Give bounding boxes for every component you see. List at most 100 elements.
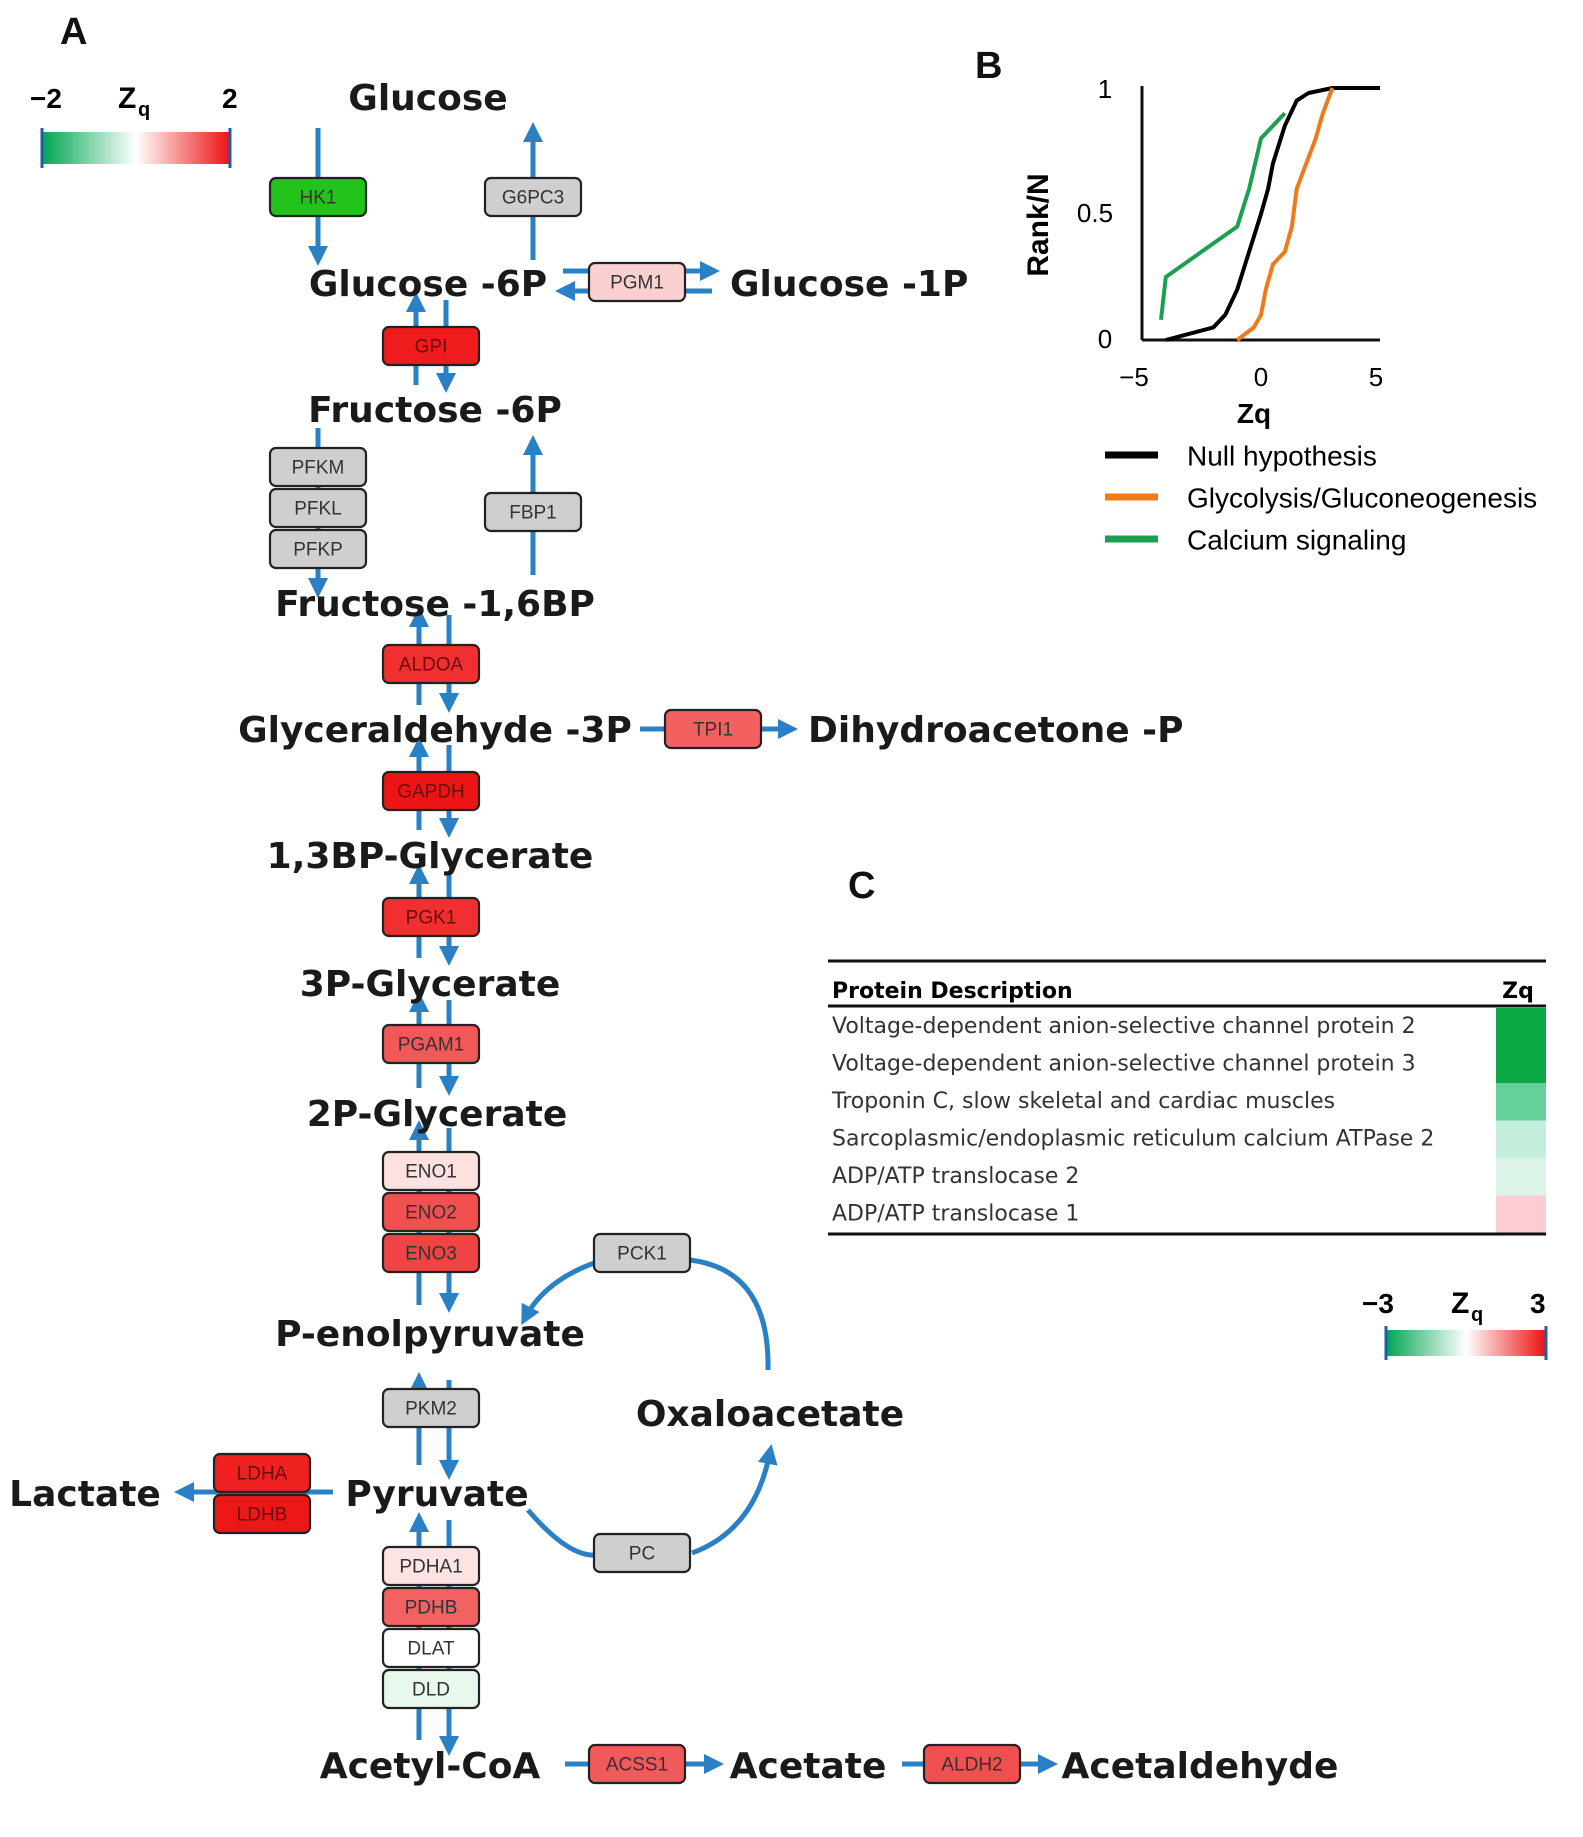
chart-b-series-0 <box>1165 86 1380 342</box>
panel-b-letter: B <box>975 45 1002 87</box>
table-row-desc: ADP/ATP translocase 2 <box>832 1164 1079 1189</box>
enzyme-label-dlat: DLAT <box>407 1639 455 1660</box>
legend-calcium: Calcium signaling <box>1187 525 1406 556</box>
scale-a-min: −2 <box>30 83 62 114</box>
enzyme-box-pdhb <box>381 1586 481 1628</box>
enzyme-pck1: PCK1 <box>592 1232 692 1274</box>
scale-c-symbol: Z <box>1451 1287 1469 1320</box>
enzyme-label-aldh2: ALDH2 <box>941 1755 1002 1776</box>
enzyme-box-fbp1 <box>483 491 583 533</box>
scale-a-symbol: Z <box>118 82 136 115</box>
enzyme-pc: PC <box>592 1532 692 1574</box>
enzyme-label-pfkp: PFKP <box>293 540 343 561</box>
enzyme-eno2: ENO2 <box>381 1191 481 1233</box>
enzyme-label-fbp1: FBP1 <box>509 503 557 524</box>
scale-c-bar <box>1386 1330 1546 1356</box>
enzyme-box-dld <box>381 1668 481 1710</box>
pathway-arrows <box>174 122 1058 1774</box>
enzyme-label-pdha1: PDHA1 <box>399 1557 462 1578</box>
enzyme-box-dlat <box>381 1627 481 1669</box>
color-scale-c: −3 Z q 3 <box>1362 1287 1548 1360</box>
metabolite-glucose: Glucose <box>348 78 507 119</box>
metabolite-2p-glycerate: 2P-Glycerate <box>307 1094 568 1135</box>
scale-a-bar <box>42 132 230 164</box>
enzyme-label-ldha: LDHA <box>237 1464 288 1485</box>
enzyme-box-gpi <box>381 325 481 367</box>
enzyme-acss1: ACSS1 <box>587 1743 687 1785</box>
enzyme-box-ldha <box>212 1452 312 1494</box>
enzyme-eno3: ENO3 <box>381 1232 481 1274</box>
table-row-desc: Troponin C, slow skeletal and cardiac mu… <box>831 1089 1335 1114</box>
metabolite-pyruvate: Pyruvate <box>345 1474 528 1515</box>
table-row-desc: Voltage-dependent anion-selective channe… <box>832 1052 1416 1077</box>
metabolite-acetate: Acetate <box>730 1746 887 1787</box>
chart-b-ytick-0: 0 <box>1098 324 1112 354</box>
enzyme-pgm1: PGM1 <box>587 261 687 303</box>
enzyme-label-ldhb: LDHB <box>237 1505 288 1526</box>
enzyme-label-pdhb: PDHB <box>405 1598 458 1619</box>
table-row-zq-cell <box>1496 1158 1546 1196</box>
enzyme-label-pgm1: PGM1 <box>610 273 664 294</box>
scale-c-sub: q <box>1471 1304 1483 1326</box>
enzyme-box-pdha1 <box>381 1545 481 1587</box>
enzyme-box-tpi1 <box>663 708 763 750</box>
table-row: ADP/ATP translocase 1 <box>832 1195 1546 1233</box>
enzyme-label-eno1: ENO1 <box>405 1162 457 1183</box>
chart-b-series-2 <box>1159 111 1287 321</box>
enzyme-label-eno2: ENO2 <box>405 1203 457 1224</box>
enzyme-pdhb: PDHB <box>381 1586 481 1628</box>
metabolite-glucose-1p: Glucose -1P <box>730 264 968 305</box>
enzyme-label-pck1: PCK1 <box>617 1244 667 1265</box>
metabolite-fructose-6p: Fructose -6P <box>308 390 562 431</box>
scale-c-min: −3 <box>1362 1288 1394 1319</box>
chart-b-xtick-m5: −5 <box>1119 362 1149 392</box>
table-row: Voltage-dependent anion-selective channe… <box>832 1008 1546 1046</box>
enzyme-ldhb: LDHB <box>212 1493 312 1535</box>
metabolite-glucose-6p: Glucose -6P <box>309 264 547 305</box>
table-row-zq-cell <box>1496 1195 1546 1233</box>
enzyme-label-g6pc3: G6PC3 <box>502 188 564 209</box>
enzyme-box-hk1 <box>268 176 368 218</box>
enzyme-label-pgk1: PGK1 <box>406 908 457 929</box>
table-c-header-zq: Zq <box>1502 979 1534 1004</box>
enzyme-aldoa: ALDOA <box>381 643 481 685</box>
table-c-header-desc: Protein Description <box>832 979 1073 1004</box>
enzyme-hk1: HK1 <box>268 176 368 218</box>
enzyme-box-aldh2 <box>922 1743 1022 1785</box>
chart-b-ylabel: Rank/N <box>1022 173 1055 276</box>
enzyme-pfkl: PFKL <box>268 487 368 529</box>
enzyme-box-ldhb <box>212 1493 312 1535</box>
enzyme-gpi: GPI <box>381 325 481 367</box>
metabolite-p-enolpyruvate: P-enolpyruvate <box>275 1314 585 1355</box>
enzyme-pfkm: PFKM <box>268 446 368 488</box>
table-row: ADP/ATP translocase 2 <box>832 1158 1546 1196</box>
enzyme-label-aldoa: ALDOA <box>399 655 464 676</box>
enzyme-box-pfkl <box>268 487 368 529</box>
metabolite-lactate: Lactate <box>9 1474 161 1515</box>
enzyme-box-g6pc3 <box>483 176 583 218</box>
panel-c-letter: C <box>848 865 875 907</box>
enzyme-gapdh: GAPDH <box>381 770 481 812</box>
enzyme-label-pc: PC <box>629 1544 655 1565</box>
table-row-zq-cell <box>1496 1045 1546 1083</box>
metabolite-acetaldehyde: Acetaldehyde <box>1062 1746 1339 1787</box>
enzyme-label-pfkl: PFKL <box>294 499 342 520</box>
table-row-desc: Sarcoplasmic/endoplasmic reticulum calci… <box>832 1127 1434 1152</box>
enzyme-pgk1: PGK1 <box>381 896 481 938</box>
enzyme-label-tpi1: TPI1 <box>693 720 733 741</box>
scale-a-max: 2 <box>222 83 238 114</box>
chart-b-xtick-5: 5 <box>1369 362 1383 392</box>
scale-a-sub: q <box>138 99 150 121</box>
table-row-zq-cell <box>1496 1120 1546 1158</box>
enzyme-label-hk1: HK1 <box>300 188 337 209</box>
enzyme-dlat: DLAT <box>381 1627 481 1669</box>
metabolite-13bp-glycerate: 1,3BP-Glycerate <box>267 836 594 877</box>
enzyme-label-pkm2: PKM2 <box>405 1399 457 1420</box>
enzyme-tpi1: TPI1 <box>663 708 763 750</box>
chart-b-legend: Null hypothesis Glycolysis/Gluconeogenes… <box>1105 441 1537 556</box>
metabolite-3p-glycerate: 3P-Glycerate <box>300 964 561 1005</box>
legend-null: Null hypothesis <box>1187 441 1377 472</box>
chart-b-series-1 <box>1235 87 1335 342</box>
